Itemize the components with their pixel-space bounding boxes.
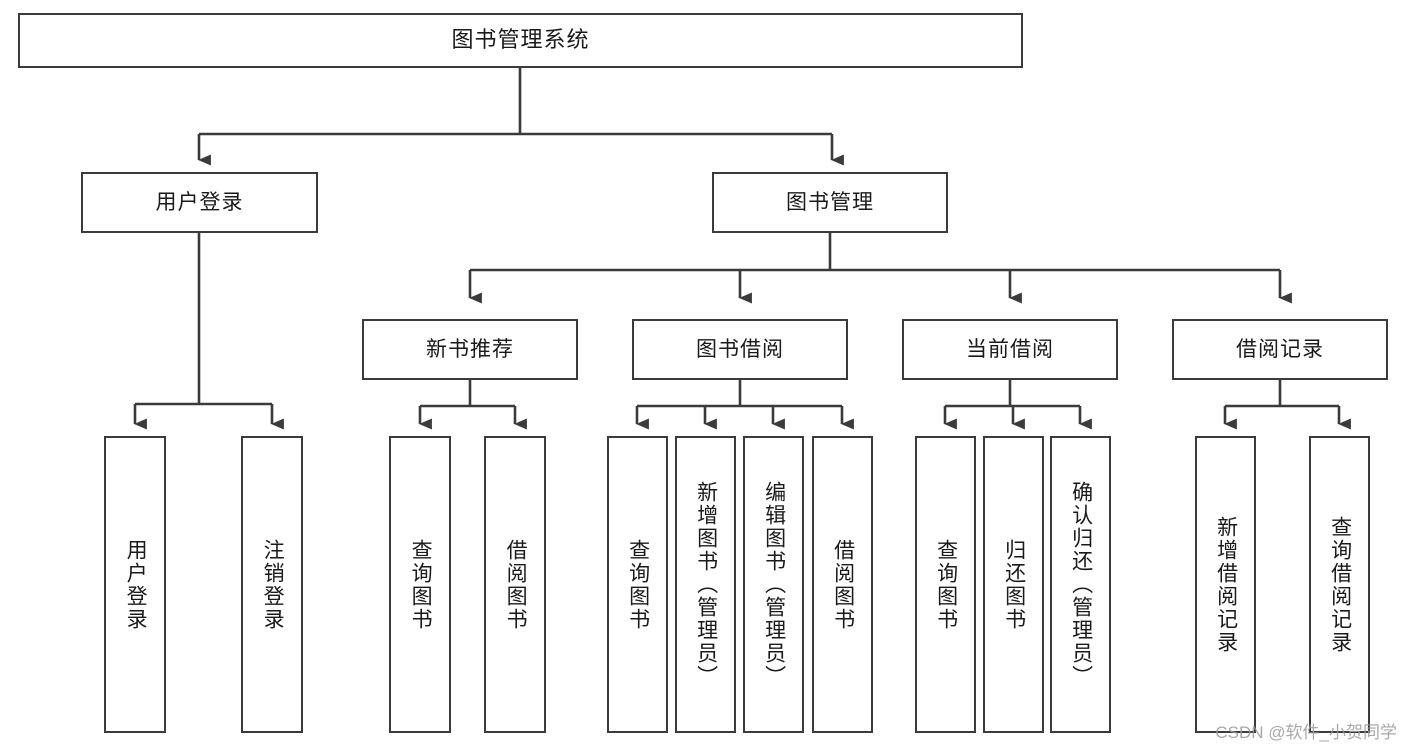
csdn-watermark: CSDN @软件_小贺同学 [1215, 723, 1397, 742]
node-leaf-query-borrow-record[interactable]: 查询借阅记录 [1309, 436, 1370, 733]
node-label: 图书管理 [786, 190, 874, 214]
node-label: 当前借阅 [966, 337, 1054, 361]
node-leaf-add-book-admin[interactable]: 新增图书（管理员） [675, 436, 736, 733]
node-current-borrow[interactable]: 当前借阅 [902, 319, 1118, 380]
node-label: 新增借阅记录 [1214, 515, 1238, 654]
node-leaf-edit-book-admin[interactable]: 编辑图书（管理员） [743, 436, 804, 733]
node-borrow-record[interactable]: 借阅记录 [1172, 319, 1388, 380]
node-leaf-borrow-book-rec[interactable]: 借阅图书 [484, 436, 546, 733]
node-leaf-query-book-rec[interactable]: 查询图书 [389, 436, 451, 733]
node-book-borrow[interactable]: 图书借阅 [632, 319, 848, 380]
node-label: 新增图书（管理员） [694, 481, 718, 688]
node-user-login[interactable]: 用户登录 [81, 172, 318, 233]
node-leaf-logout[interactable]: 注销登录 [241, 436, 303, 733]
node-label: 编辑图书（管理员） [762, 481, 786, 688]
node-label: 借阅图书 [831, 538, 855, 631]
node-label: 用户登录 [155, 190, 244, 214]
node-leaf-query-book-current[interactable]: 查询图书 [915, 436, 976, 733]
node-label: 查询借阅记录 [1328, 515, 1352, 654]
node-label: 新书推荐 [426, 337, 514, 361]
node-book-manage[interactable]: 图书管理 [712, 172, 948, 233]
node-label: 归还图书 [1002, 538, 1026, 631]
node-label: 借阅记录 [1236, 337, 1324, 361]
node-leaf-return-book[interactable]: 归还图书 [983, 436, 1044, 733]
node-label: 注销登录 [261, 538, 285, 631]
node-label: 图书借阅 [696, 337, 784, 361]
node-leaf-add-borrow-record[interactable]: 新增借阅记录 [1195, 436, 1256, 733]
node-leaf-query-book-borrow[interactable]: 查询图书 [607, 436, 668, 733]
node-label: 确认归还（管理员） [1069, 481, 1093, 688]
node-label: 查询图书 [409, 538, 433, 631]
node-root-system[interactable]: 图书管理系统 [18, 13, 1023, 68]
node-leaf-user-login[interactable]: 用户登录 [104, 436, 166, 733]
node-new-book-recommend[interactable]: 新书推荐 [362, 319, 578, 380]
node-label: 用户登录 [124, 538, 148, 631]
node-label: 查询图书 [626, 538, 650, 631]
node-leaf-confirm-return-admin[interactable]: 确认归还（管理员） [1050, 436, 1111, 733]
node-label: 查询图书 [934, 538, 958, 631]
node-label: 借阅图书 [504, 538, 528, 631]
node-label: 图书管理系统 [451, 27, 590, 53]
node-leaf-borrow-book[interactable]: 借阅图书 [812, 436, 873, 733]
